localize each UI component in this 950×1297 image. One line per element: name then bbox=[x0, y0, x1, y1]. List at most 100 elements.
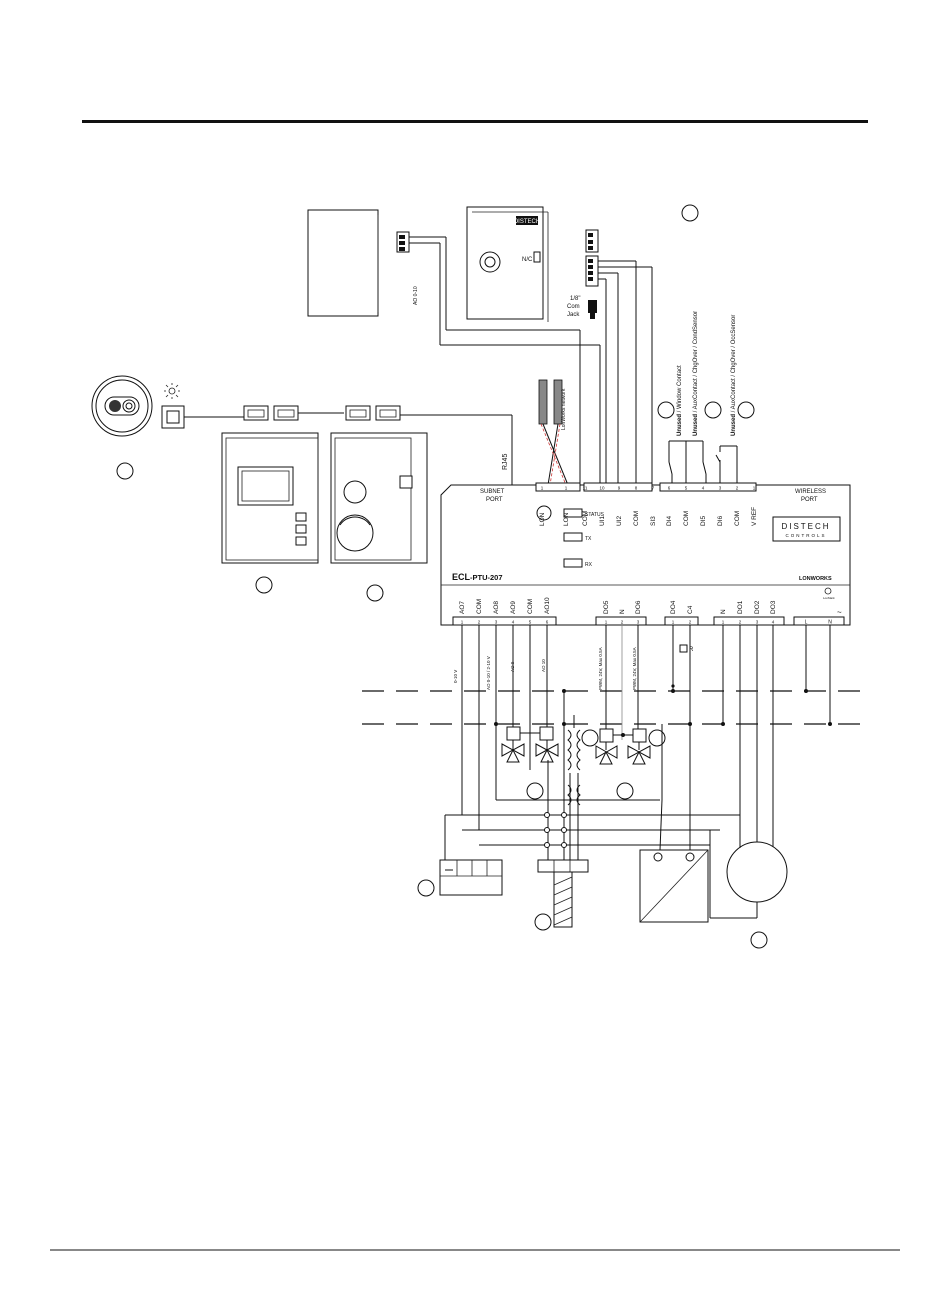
bottom-terminal-number: 5 bbox=[529, 620, 532, 625]
bottom-terminal-label: DO4 bbox=[670, 600, 677, 614]
lonworks-network-label: LonWorks network bbox=[561, 388, 567, 430]
callout-marker bbox=[704, 401, 722, 419]
brand-line-2: CONTROLS bbox=[785, 533, 826, 538]
subnet-port-label-2: PORT bbox=[486, 497, 503, 503]
ao9-wire-label: AO 0 bbox=[510, 661, 515, 672]
bottom-terminal-number: 3 bbox=[495, 620, 498, 625]
bottom-terminal-number: 3 bbox=[756, 620, 759, 625]
bottom-terminal-number: 2 bbox=[478, 620, 481, 625]
bottom-terminal-number: 1 bbox=[672, 620, 675, 625]
top-terminal-number: 3 bbox=[719, 486, 722, 491]
rx-led bbox=[563, 558, 583, 568]
callout-marker bbox=[750, 931, 768, 949]
di4-input-label: Unused / Window Contact bbox=[677, 365, 683, 436]
top-terminal-label: DI5 bbox=[700, 516, 707, 527]
bottom-terminal-labels: 1AO72COM3AO84AO95COM6AO101DO52N3DO61DO42… bbox=[459, 597, 832, 626]
callout-marker bbox=[366, 584, 384, 602]
bottom-terminal-label: DO1 bbox=[737, 600, 744, 614]
wireless-port-label-2: PORT bbox=[801, 497, 818, 503]
do5-wire-label: PWM, 24V, Max 0.5A bbox=[598, 647, 603, 690]
top-terminal-block bbox=[535, 482, 757, 492]
subnet-port-label-1: SUBNET bbox=[480, 489, 505, 495]
valve-actuator-ao10 bbox=[535, 726, 559, 763]
bottom-terminal-label: AO9 bbox=[510, 601, 517, 614]
sensor-brand-label: DISTECH bbox=[514, 219, 540, 225]
distech-logo bbox=[772, 516, 841, 542]
top-terminal-number: 10 bbox=[599, 486, 605, 491]
top-terminal-number: 1 bbox=[565, 486, 568, 491]
ao10-wire-label: AO 10 bbox=[541, 659, 546, 672]
lonworks-logo: LONWORKS bbox=[799, 576, 832, 582]
scr-power-box bbox=[639, 849, 709, 923]
bottom-terminal-number: 3 bbox=[637, 620, 640, 625]
top-terminal-number: 5 bbox=[685, 486, 688, 491]
pwm-actuator-do6 bbox=[627, 728, 651, 765]
com-wire-label: AO 0-10 / 2-10 V bbox=[486, 656, 491, 690]
sensor-mark: N/C bbox=[522, 257, 533, 263]
bottom-terminal-number: 1 bbox=[461, 620, 464, 625]
status-led bbox=[563, 508, 583, 518]
tx-led-label: TX bbox=[585, 536, 592, 542]
knob-sensor bbox=[330, 405, 428, 564]
bottom-terminal-label: DO5 bbox=[603, 600, 610, 614]
top-terminal-label: LON bbox=[563, 512, 570, 526]
round-sensor bbox=[91, 375, 153, 437]
wall-sensor-setpoint: DISTECH N/C bbox=[466, 206, 549, 322]
bottom-terminal-label: DO6 bbox=[635, 600, 642, 614]
bottom-terminal-label: DO3 bbox=[770, 600, 777, 614]
bottom-terminal-number: 4 bbox=[512, 620, 515, 625]
bottom-terminal-number: 1 bbox=[605, 620, 608, 625]
callout-marker bbox=[737, 401, 755, 419]
top-terminal-label: V REF bbox=[751, 507, 758, 526]
top-terminal-label: COM bbox=[633, 511, 640, 526]
bottom-terminal-label: AO7 bbox=[459, 601, 466, 614]
top-terminal-number: 4 bbox=[702, 486, 705, 491]
transformer bbox=[567, 715, 581, 860]
top-terminal-label: UI1 bbox=[599, 516, 606, 527]
wall-sensor-blank bbox=[307, 209, 410, 317]
di5-input-label: Unused / AuxContact / ChgOver / CondSens… bbox=[693, 311, 699, 436]
jack-label-1: 1/8" bbox=[570, 296, 580, 302]
bottom-terminal-label: COM bbox=[527, 599, 534, 614]
wireless-port-label-1: WIRELESS bbox=[795, 489, 826, 495]
top-terminal-label: COM bbox=[683, 511, 690, 526]
top-terminal-label: UI2 bbox=[616, 516, 623, 527]
top-terminal-label: SI3 bbox=[650, 516, 657, 526]
top-terminal-label: COM bbox=[734, 511, 741, 526]
rj45-label: RJ45 bbox=[502, 454, 509, 470]
bottom-terminal-label: DO2 bbox=[754, 600, 761, 614]
service-button[interactable] bbox=[536, 505, 552, 521]
jack-label-2: Com bbox=[567, 304, 580, 310]
top-terminal-label: DI4 bbox=[666, 516, 673, 527]
top-terminal-label: COM bbox=[582, 511, 589, 526]
callout-marker bbox=[681, 204, 699, 222]
top-terminal-number: 2 bbox=[736, 486, 739, 491]
jack-label-3: Jack bbox=[567, 312, 580, 318]
bottom-terminal-number: 6 bbox=[546, 620, 549, 625]
callout-marker bbox=[616, 782, 634, 800]
tx-led bbox=[563, 532, 583, 542]
bottom-terminal-number: 2 bbox=[739, 620, 742, 625]
bottom-terminal-label: COM bbox=[476, 599, 483, 614]
top-terminal-number: 7 bbox=[652, 486, 655, 491]
damper-actuator bbox=[439, 859, 503, 896]
ao7-wire-label: 0-10 V bbox=[453, 670, 458, 683]
header-rule bbox=[82, 120, 868, 123]
bottom-terminal-label: AO10 bbox=[544, 597, 551, 614]
dry-contacts bbox=[668, 440, 738, 485]
callout-marker bbox=[648, 729, 666, 747]
tilde-mark: ~ bbox=[837, 608, 842, 617]
di6-input-label: Unused / AuxContact / ChgOver / OccSenso… bbox=[731, 315, 737, 436]
fan-motor bbox=[726, 841, 788, 903]
top-terminal-number: 1 bbox=[753, 486, 756, 491]
top-terminal-number: 11 bbox=[583, 486, 588, 491]
heater-element bbox=[537, 859, 589, 928]
top-terminal-label: LON bbox=[539, 512, 546, 526]
top-terminal-number: 9 bbox=[618, 486, 621, 491]
bottom-terminal-number: 2 bbox=[621, 620, 624, 625]
relay-label: R bbox=[689, 647, 694, 653]
callout-marker bbox=[581, 729, 599, 747]
top-terminal-labels: 1LON1LON11COM10UI19UI28COM7SI36DI45COM4D… bbox=[539, 486, 758, 527]
callout-marker bbox=[534, 913, 552, 931]
